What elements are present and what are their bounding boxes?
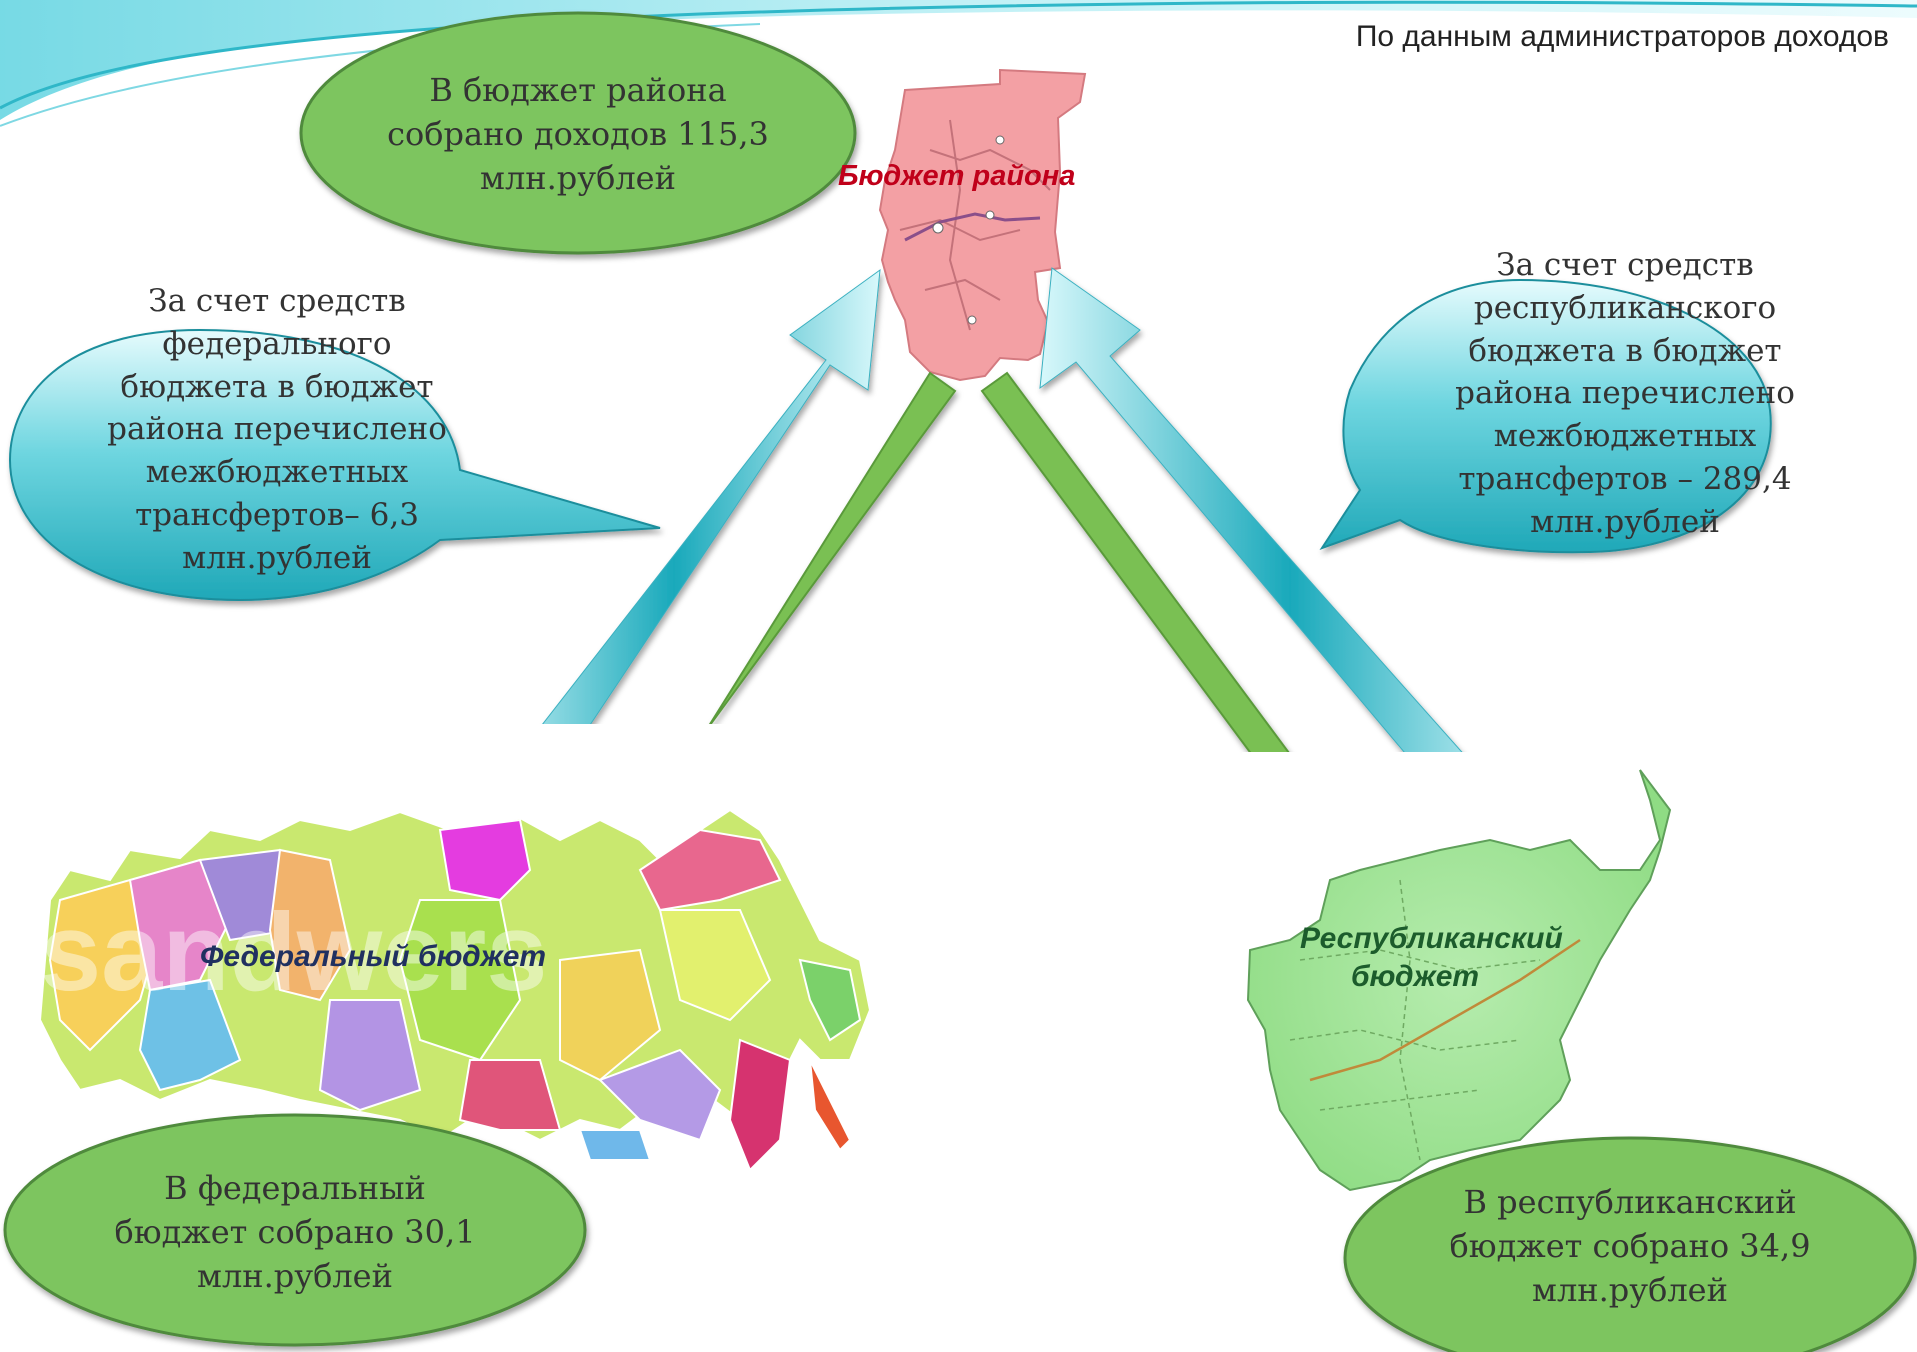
federal-transfer-text: За счет средств федерального бюджета в б…: [107, 283, 447, 576]
federal-collected-text: В федеральный бюджет собрано 30,1 млн.ру…: [114, 1169, 476, 1296]
republic-collected-ellipse: [1343, 1136, 1917, 1352]
district-collected-text: В бюджет района собрано доходов 115,3 мл…: [387, 71, 769, 198]
district-collected-ellipse: [299, 11, 857, 255]
republic-budget-label: Республиканский бюджет: [1300, 922, 1563, 993]
federal-transfer-bubble: [8, 328, 661, 602]
district-map: [878, 68, 1087, 382]
federal-budget-label: Федеральный бюджет: [200, 940, 547, 973]
republic-transfer-text: За счет средств республиканского бюджета…: [1455, 247, 1795, 540]
source-note: По данным администраторов доходов: [1355, 20, 1889, 53]
federal-collected-ellipse: [3, 1113, 587, 1347]
republic-transfer-bubble: [1319, 278, 1772, 554]
russia-map: sandwers: [22, 724, 882, 1218]
district-budget-label: Бюджет района: [838, 160, 1076, 192]
republic-collected-text: В республиканский бюджет собрано 34,9 мл…: [1449, 1183, 1811, 1310]
republic-map: [1242, 752, 1674, 1192]
map-watermark: sandwers: [40, 891, 547, 1014]
